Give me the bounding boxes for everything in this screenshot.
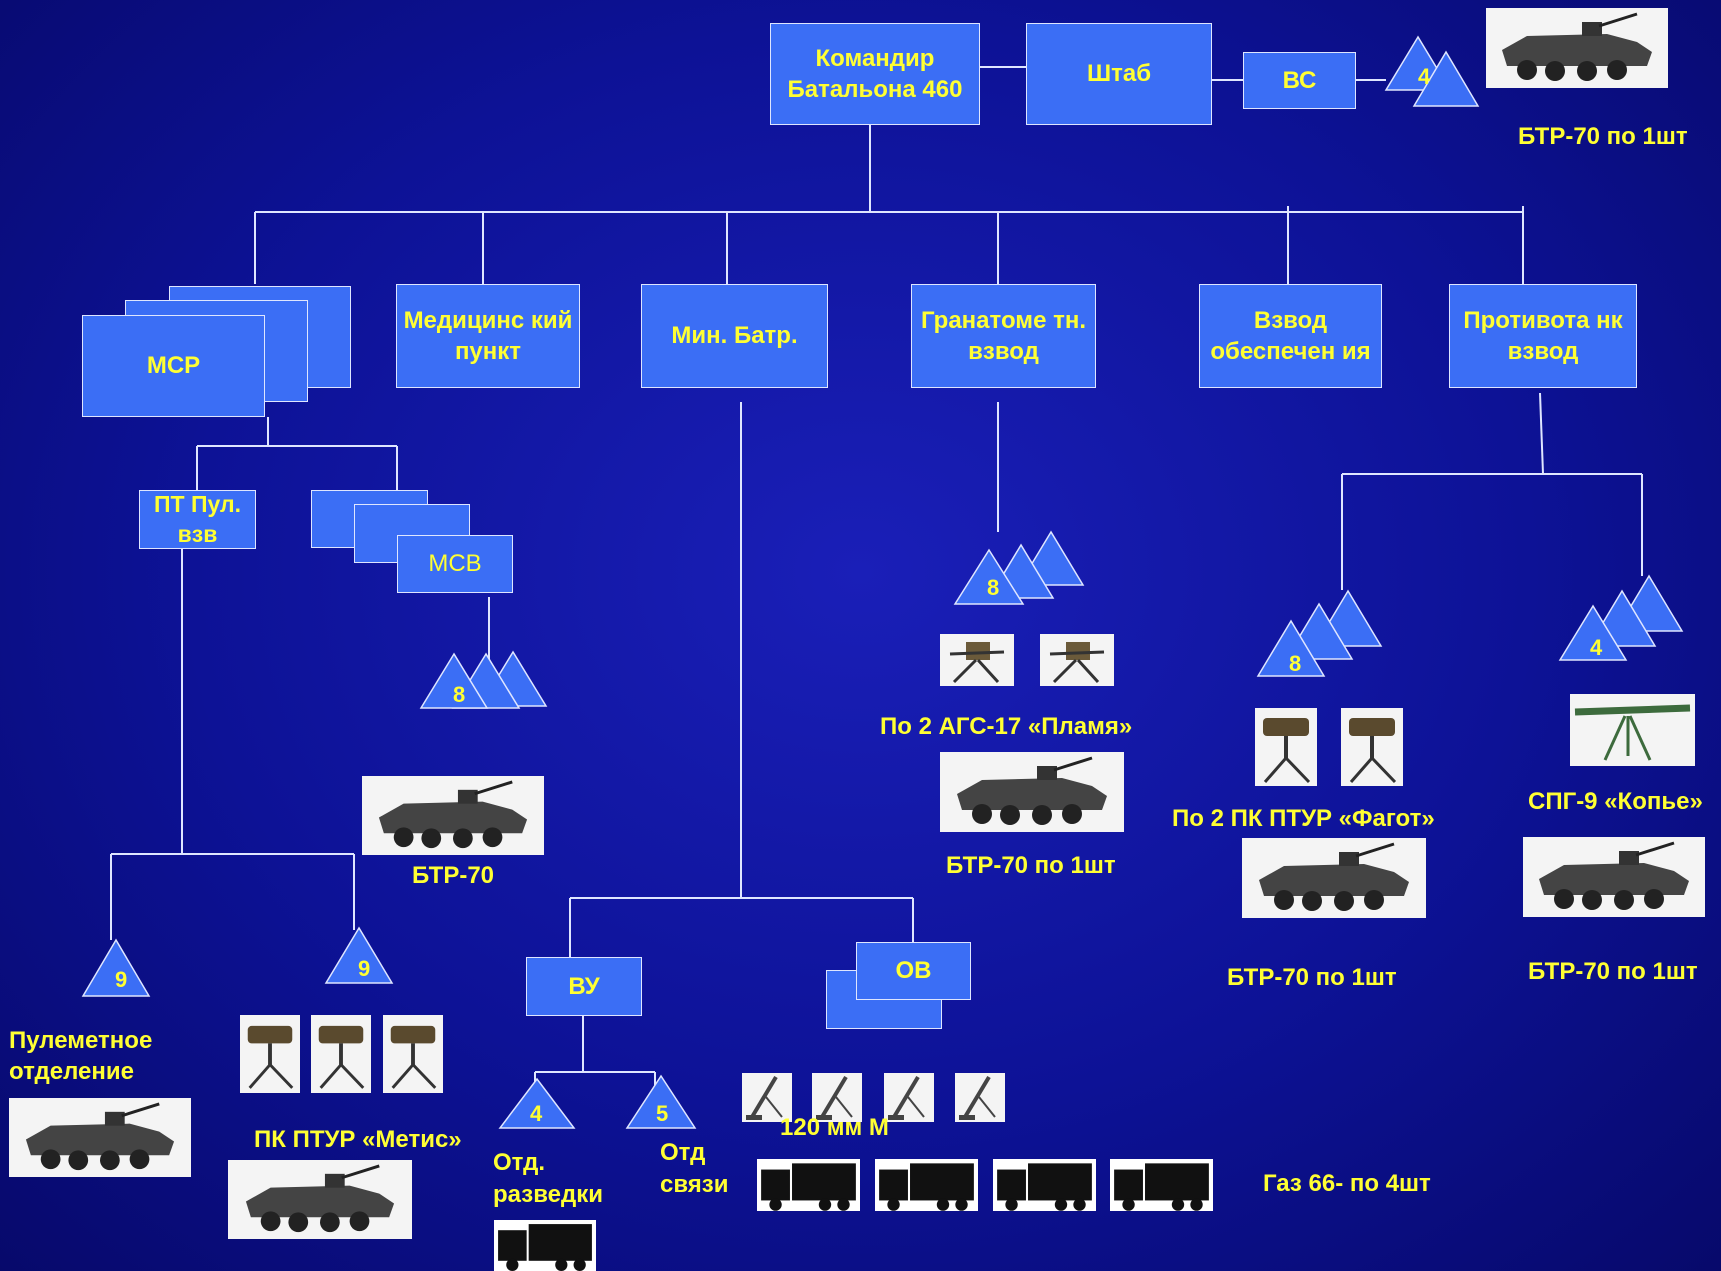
btr-vs-label: БТР-70 по 1шт <box>1518 123 1688 150</box>
mortar-120-label: 120 мм М <box>780 1114 889 1141</box>
gaz-label: Газ 66- по 4шт <box>1263 1170 1431 1197</box>
mg-squad-triangle-count: 9 <box>115 967 128 992</box>
msr-box: МСР <box>82 315 265 417</box>
spg-label: СПГ-9 «Копье» <box>1528 788 1703 815</box>
mg-squad-label: Пулеметное отделение <box>9 1027 153 1086</box>
fagot-atgm-icon <box>1255 708 1317 786</box>
pt-pul-platoon-box: ПТ Пул. взв <box>139 490 256 549</box>
btr-antitank-label: БТР-70 по 1шт <box>1528 958 1698 985</box>
gaz-66-truck-icon-4 <box>1110 1159 1213 1211</box>
grenade-platoon-box: Гранатоме тн. взвод <box>911 284 1096 388</box>
staff-box: Штаб <box>1026 23 1212 125</box>
ags-label: По 2 АГС-17 «Пламя» <box>880 713 1133 740</box>
antitank-platoon-box: Противота нк взвод <box>1449 284 1637 388</box>
vu-box: ВУ <box>526 957 642 1016</box>
metis-triangle-count: 9 <box>358 956 371 981</box>
btr-70-vehicle-icon-grenade <box>940 752 1124 832</box>
antitank-triangle-count: 4 <box>1590 635 1603 660</box>
gaz-66-truck-icon-2 <box>875 1159 978 1211</box>
msr-label: МСР <box>146 352 201 380</box>
ags-17-launcher-icon <box>940 634 1014 686</box>
supply-platoon-box: Взвод обеспечен ия <box>1199 284 1382 388</box>
metis-label: ПК ПТУР «Метис» <box>254 1126 462 1153</box>
mortar-icon-3 <box>884 1073 934 1122</box>
metis-atgm-icon-2 <box>311 1015 371 1093</box>
vs-box: ВС <box>1243 52 1356 109</box>
staff-label: Штаб <box>1086 60 1152 88</box>
fagot-label: По 2 ПК ПТУР «Фагот» <box>1172 805 1435 832</box>
antitank-platoon-label: Противота нк взвод <box>1463 306 1623 365</box>
vs-label: ВС <box>1282 66 1317 94</box>
btr-70-vehicle-icon-supply <box>1242 838 1426 918</box>
btr-supply-label: БТР-70 по 1шт <box>1227 964 1397 991</box>
btr-grenade-label: БТР-70 по 1шт <box>946 852 1116 879</box>
spg-9-gun-icon <box>1570 694 1695 766</box>
btr-70-vehicle-icon <box>1486 8 1668 88</box>
ov-box: ОВ <box>856 942 971 1000</box>
msv-box: МСВ <box>397 535 513 593</box>
pt-pul-platoon-label: ПТ Пул. взв <box>154 490 241 547</box>
ags-17-launcher-icon-2 <box>1040 634 1114 686</box>
btr-msv-label: БТР-70 <box>412 862 495 889</box>
mortar-battery-label: Мин. Батр. <box>671 322 798 350</box>
mortar-icon <box>742 1073 792 1122</box>
btr-70-vehicle-icon-mg <box>9 1098 191 1177</box>
gaz-66-truck-icon-3 <box>993 1159 1096 1211</box>
grenade-triangle-count: 8 <box>987 575 1000 600</box>
medical-label: Медицинс кий пункт <box>403 306 573 365</box>
mortar-icon-2 <box>812 1073 862 1122</box>
supply-triangle-count: 8 <box>1289 651 1302 676</box>
medical-box: Медицинс кий пункт <box>396 284 580 388</box>
msv-label: МСВ <box>428 550 482 578</box>
mortar-battery-box: Мин. Батр. <box>641 284 828 388</box>
metis-atgm-icon-3 <box>383 1015 443 1093</box>
btr-70-vehicle-icon-antitank <box>1523 837 1705 917</box>
supply-platoon-label: Взвод обеспечен ия <box>1210 306 1371 365</box>
fagot-atgm-icon-2 <box>1341 708 1403 786</box>
grenade-platoon-label: Гранатоме тн. взвод <box>920 306 1086 365</box>
ov-label: ОВ <box>895 957 932 985</box>
mortar-icon-4 <box>955 1073 1005 1122</box>
comm-label: Отд связи <box>660 1139 729 1199</box>
msv-triangle-count: 8 <box>453 682 466 707</box>
btr-70-vehicle-icon-metis <box>228 1160 412 1239</box>
commander-box: Командир Батальона 460 <box>770 23 980 125</box>
gaz-66-truck-icon <box>757 1159 860 1211</box>
commander-label: Командир Батальона 460 <box>787 44 963 103</box>
btr-70-vehicle-icon-msv <box>362 776 544 855</box>
gaz-66-truck-icon-recon <box>494 1220 596 1271</box>
vs-triangle-count: 4 <box>1418 64 1431 89</box>
comm-triangle-count: 5 <box>656 1101 669 1126</box>
vu-label: ВУ <box>568 972 600 1000</box>
recon-triangle-count: 4 <box>530 1101 543 1126</box>
recon-label: Отд. разведки <box>493 1149 604 1209</box>
metis-atgm-icon <box>240 1015 300 1093</box>
